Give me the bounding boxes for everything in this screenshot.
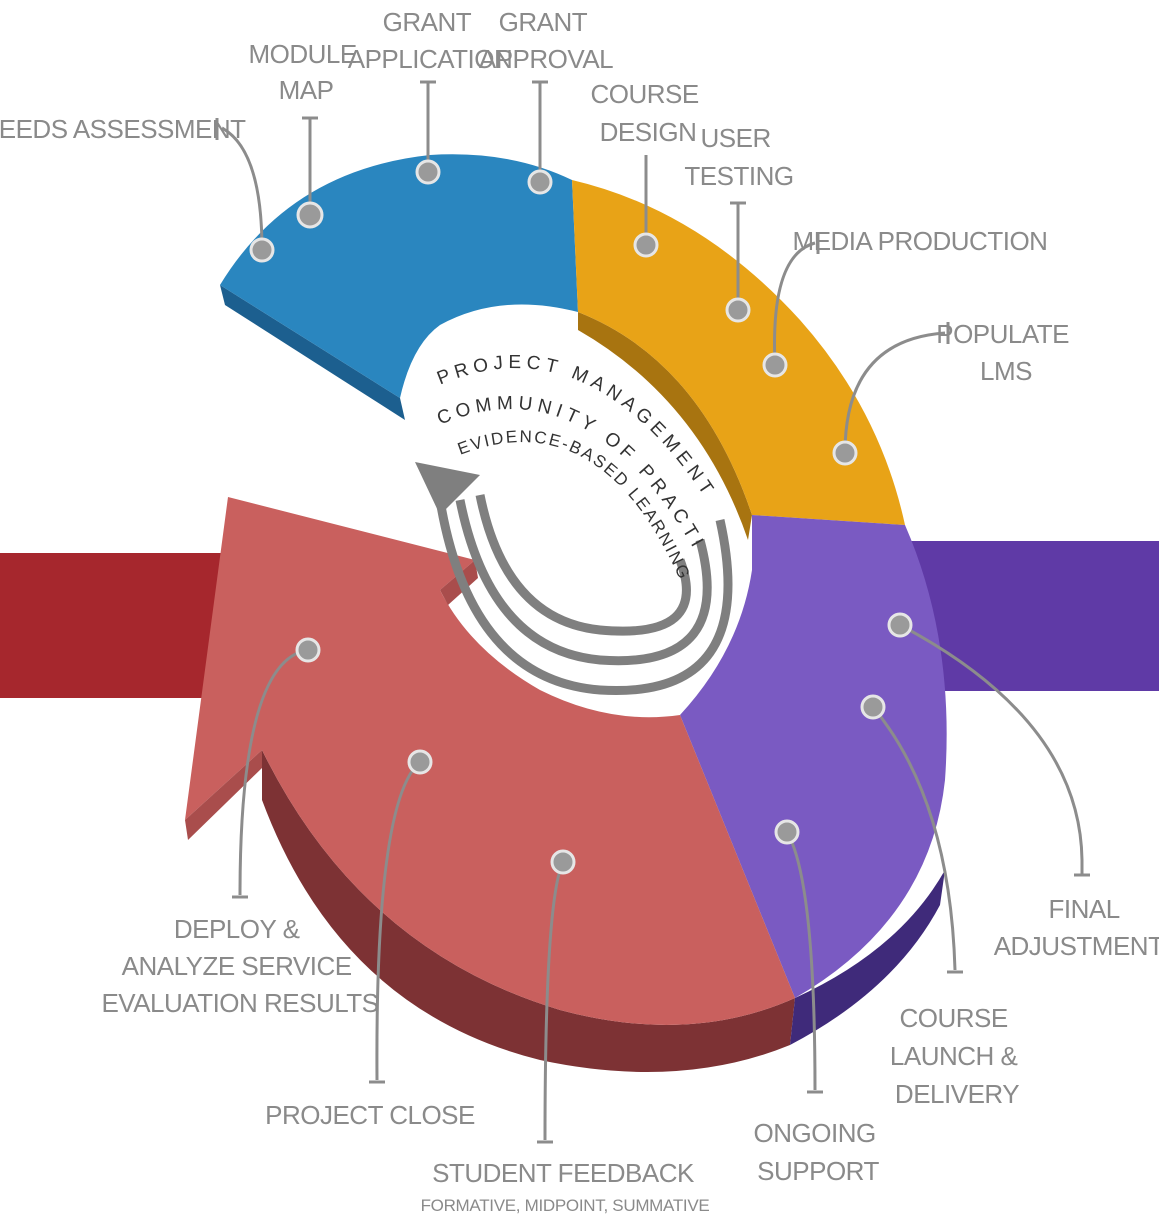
evaluate-segment (185, 497, 795, 1025)
label-module-map: MODULE MAP (249, 39, 364, 105)
dot-course-design (633, 232, 659, 258)
return-arrows (435, 494, 733, 696)
label-student-feedback: STUDENT FEEDBACK (432, 1158, 695, 1188)
label-project-close: PROJECT CLOSE (265, 1100, 475, 1130)
label-grant-application: GRANT APPLICATION (348, 7, 513, 74)
dot-grant-application (415, 159, 441, 185)
label-course-design: COURSE DESIGN (591, 79, 706, 147)
dot-module-map (296, 201, 324, 229)
label-user-testing: USER TESTING (684, 123, 793, 191)
center-text-evidence-based-learning: EVIDENCE-BASED LEARNING (455, 427, 694, 583)
right-band (900, 541, 1159, 691)
dot-project-close (407, 749, 433, 775)
label-student-feedback-sub: FORMATIVE, MIDPOINT, SUMMATIVE (421, 1196, 710, 1215)
dot-user-testing (725, 297, 751, 323)
arrow-head-side (185, 750, 262, 840)
label-media-production: MEDIA PRODUCTION (793, 226, 1048, 256)
label-ongoing-support: ONGOING SUPPORT (754, 1118, 883, 1186)
label-final-adjustments: FINAL ADJUSTMENTS (994, 894, 1159, 961)
label-needs-assessment: NEEDS ASSESSMENT (0, 114, 246, 144)
dot-student-feedback (550, 849, 576, 875)
label-populate-lms: POPULATE LMS (936, 319, 1076, 386)
leader-lines (215, 80, 1090, 1144)
dot-populate-lms (832, 440, 858, 466)
design-segment-side (578, 312, 752, 540)
dot-deploy-analyze (295, 637, 321, 663)
dot-final-adjustments (887, 612, 913, 638)
build-segment-side (790, 870, 945, 1045)
design-segment (572, 180, 905, 525)
label-deploy-analyze: DEPLOY & ANALYZE SERVICE EVALUATION RESU… (101, 914, 378, 1018)
return-arrow-head (415, 462, 480, 515)
dot-ongoing-support (774, 819, 800, 845)
dot-grant-approval (527, 169, 553, 195)
left-band (0, 553, 240, 698)
label-grant-approval: GRANT APPROVAL (479, 7, 613, 74)
label-course-launch: COURSE LAUNCH & DELIVERY (890, 1003, 1024, 1109)
dot-needs-assessment (249, 237, 275, 263)
dot-media-production (762, 352, 788, 378)
build-segment (680, 515, 947, 998)
evaluate-segment-side (262, 750, 795, 1072)
plan-segment-side (220, 285, 405, 420)
dot-course-launch (860, 694, 886, 720)
